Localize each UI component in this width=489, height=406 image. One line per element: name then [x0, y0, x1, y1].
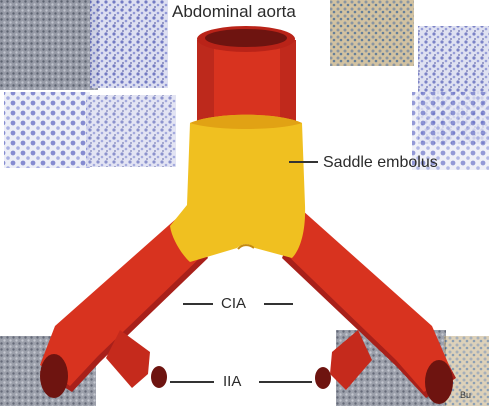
- left-iia-lumen: [151, 366, 167, 388]
- saddle-embolus-mass: [170, 115, 305, 262]
- right-cia-lumen: [425, 360, 453, 404]
- saddle-embolus-label: Saddle embolus: [323, 155, 438, 171]
- iia-label: IIA: [223, 374, 241, 389]
- corner-mark: Bu: [460, 391, 471, 400]
- left-cia-lumen: [40, 354, 68, 398]
- diagram-title: Abdominal aorta: [172, 3, 296, 20]
- cia-label: CIA: [221, 296, 246, 311]
- right-iia-lumen: [315, 367, 331, 389]
